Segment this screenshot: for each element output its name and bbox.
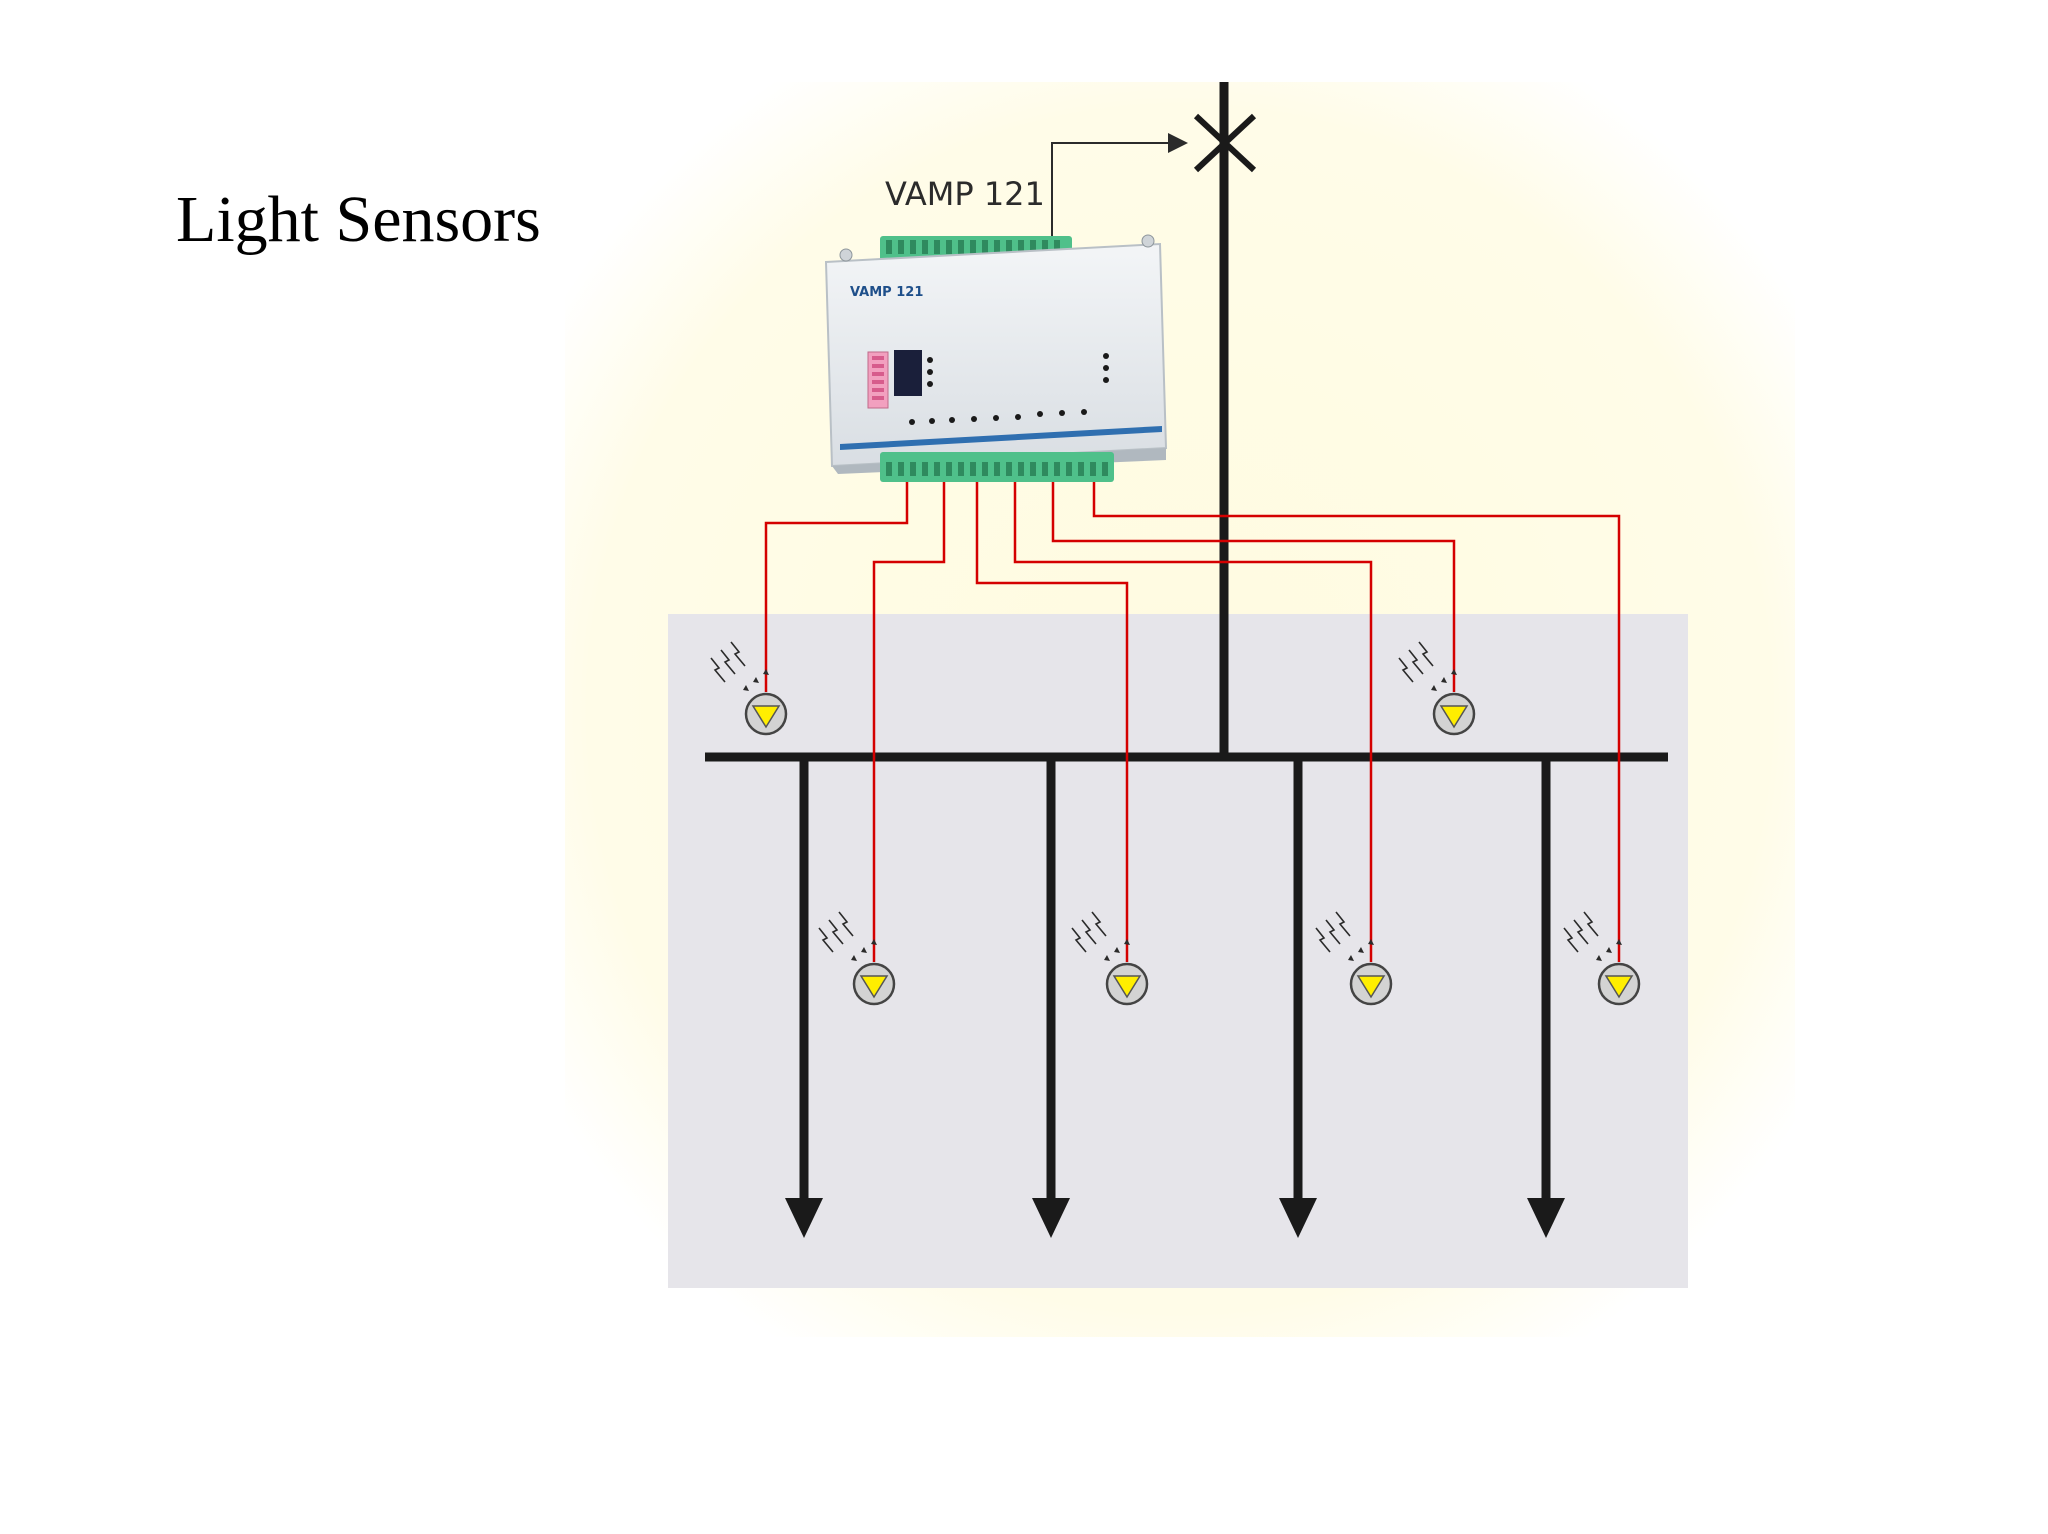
trip-signal-line bbox=[1051, 133, 1188, 243]
slide-title: Light Sensors bbox=[176, 183, 541, 256]
relay-label: VAMP 121 bbox=[885, 175, 1045, 213]
vamp-121-relay-device: VAMP 121 bbox=[824, 234, 1168, 482]
inner-panel bbox=[668, 614, 1688, 1288]
outgoing-feeders bbox=[785, 757, 1565, 1238]
circuit-breaker-icon bbox=[1193, 113, 1257, 173]
device-label: VAMP 121 bbox=[850, 285, 923, 300]
sensor-wiring bbox=[764, 482, 1621, 962]
